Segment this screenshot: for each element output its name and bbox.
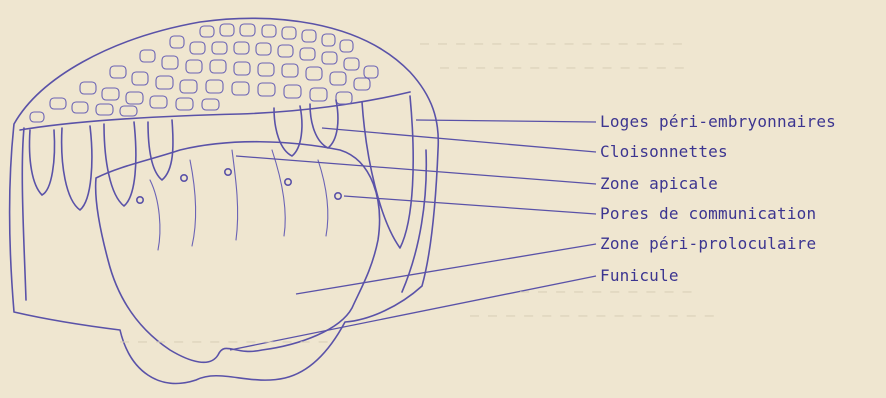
cloisonnettes xyxy=(150,150,328,250)
svg-text:— — — — — — — — — — — — — — —: — — — — — — — — — — — — — — — xyxy=(420,34,683,52)
svg-text:— — — — — — — — — — — —: — — — — — — — — — — — — xyxy=(120,332,329,350)
label-cloisonnettes: Cloisonnettes xyxy=(600,142,728,161)
label-pores: Pores de communication xyxy=(600,204,816,223)
label-zone-apicale: Zone apicale xyxy=(600,174,718,193)
peri-embryonic-chambers xyxy=(30,96,414,248)
label-loges: Loges péri-embryonnaires xyxy=(600,112,836,131)
svg-text:— — — — — — — — — — — — — —: — — — — — — — — — — — — — — xyxy=(440,58,685,76)
svg-text:— — — — — — — — — — — — — —: — — — — — — — — — — — — — — xyxy=(470,306,715,324)
label-zone-peri: Zone péri-proloculaire xyxy=(600,234,816,253)
label-funicule: Funicule xyxy=(600,266,679,285)
inner-chamber-mass xyxy=(96,142,380,363)
test-inner-wall xyxy=(22,128,426,300)
